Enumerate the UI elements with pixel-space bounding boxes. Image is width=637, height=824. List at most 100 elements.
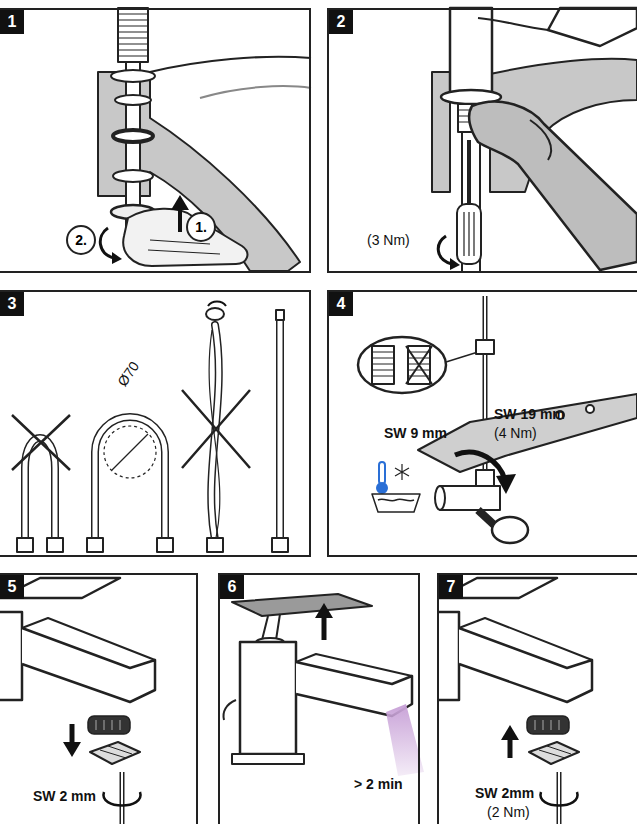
hand-fingers — [148, 240, 220, 254]
rotate-arrow — [103, 792, 140, 806]
aerator-insert — [529, 742, 579, 764]
faucet-spout — [296, 662, 412, 716]
step-number: 3 — [0, 292, 24, 316]
hose-nut — [476, 340, 494, 354]
aerator — [527, 716, 569, 734]
arrow-up — [178, 208, 182, 232]
hose — [95, 417, 165, 540]
bend-radius — [104, 426, 156, 478]
hose-nut — [207, 538, 223, 552]
handle-grip — [464, 212, 474, 256]
hex-key-white — [558, 772, 560, 824]
cross — [12, 415, 70, 470]
magnifier — [358, 337, 446, 393]
hose-tip — [276, 310, 284, 320]
step-number: 4 — [329, 292, 353, 316]
annotation-label: SW 9 mm — [384, 425, 447, 441]
step-panel: 11.2. — [0, 8, 311, 273]
annotation-label: SW 19 mm — [494, 406, 565, 422]
wrench — [418, 394, 637, 472]
threaded-stud — [118, 8, 148, 62]
faucet-body — [439, 612, 459, 700]
faucet-lever — [548, 8, 637, 46]
step-number: 5 — [0, 575, 24, 599]
base-plate — [232, 754, 304, 764]
hose-nut — [272, 538, 288, 552]
pull-rod — [224, 700, 237, 720]
aerator-insert — [90, 742, 140, 764]
rotate-arrow — [540, 792, 577, 806]
washer — [113, 170, 153, 182]
leader — [446, 352, 478, 362]
valve-nut — [476, 470, 494, 486]
basin-edge — [150, 57, 311, 72]
callout-circle: 1. — [186, 212, 216, 242]
hose-nut — [157, 538, 173, 552]
hose-nut — [47, 538, 63, 552]
aerator — [88, 716, 130, 734]
faucet-spout — [22, 628, 155, 702]
aerator-grid — [539, 746, 571, 758]
seal-ring — [113, 130, 153, 142]
wrench-hole — [586, 405, 594, 413]
snowflake — [395, 464, 409, 480]
annotation-label: SW 2 mm — [33, 788, 96, 804]
hose-nut — [17, 538, 33, 552]
valve-body — [440, 486, 500, 510]
step-panel: 5 — [0, 573, 198, 824]
arrow-down — [70, 724, 75, 744]
thread-lines — [118, 14, 148, 56]
step-number: 6 — [220, 575, 244, 599]
arrow-up — [508, 738, 513, 758]
valve-knob — [492, 517, 528, 543]
washer — [115, 95, 151, 105]
step-panel: 7 — [437, 573, 637, 824]
twist-symbol — [206, 308, 224, 320]
faucet-lever — [232, 594, 372, 616]
lever-stem — [478, 18, 548, 30]
rotate-arrow — [438, 236, 452, 264]
cross — [406, 346, 432, 384]
thread-lines — [372, 352, 394, 376]
hex-key — [557, 772, 562, 824]
screwdriver-shaft — [467, 140, 471, 206]
arrow-head — [315, 603, 333, 618]
annotation-label: (4 Nm) — [494, 425, 537, 441]
annotation-label: (2 Nm) — [487, 804, 530, 820]
hand — [123, 209, 247, 266]
valve-inlet — [435, 486, 445, 510]
twist-arrow — [208, 302, 226, 307]
annotation-label: (3 Nm) — [367, 232, 410, 248]
rotate-arrow — [100, 228, 114, 258]
arrow-head — [501, 725, 519, 740]
callout-number: 2. — [75, 232, 87, 248]
washer — [111, 70, 155, 82]
faucet-spout — [459, 628, 592, 702]
step-number: 7 — [439, 575, 463, 599]
arrow-head — [171, 195, 189, 210]
spout-top — [22, 618, 155, 660]
spout-top — [459, 618, 592, 660]
hex-key-white — [121, 772, 123, 824]
wrench — [469, 101, 637, 270]
hex-key — [120, 772, 125, 824]
arrow-head — [63, 742, 81, 757]
aerator-mesh — [96, 720, 120, 730]
lever-stem — [262, 614, 280, 640]
annotation-label: SW 2mm — [475, 785, 534, 801]
step-number: 2 — [329, 10, 353, 34]
arrow-up — [322, 616, 327, 640]
turn-arrow — [455, 452, 505, 480]
hose-nut — [87, 538, 103, 552]
thermometer — [379, 462, 385, 484]
basin-icon — [372, 494, 420, 512]
diameter-line — [112, 434, 148, 470]
thermometer-bulb — [377, 483, 387, 493]
aerator-grid — [100, 746, 132, 758]
basin-section — [98, 72, 300, 271]
arrow-head — [496, 474, 516, 494]
faucet-body — [240, 642, 296, 754]
step-panel: 3 — [0, 290, 311, 557]
spout-top — [296, 654, 412, 676]
